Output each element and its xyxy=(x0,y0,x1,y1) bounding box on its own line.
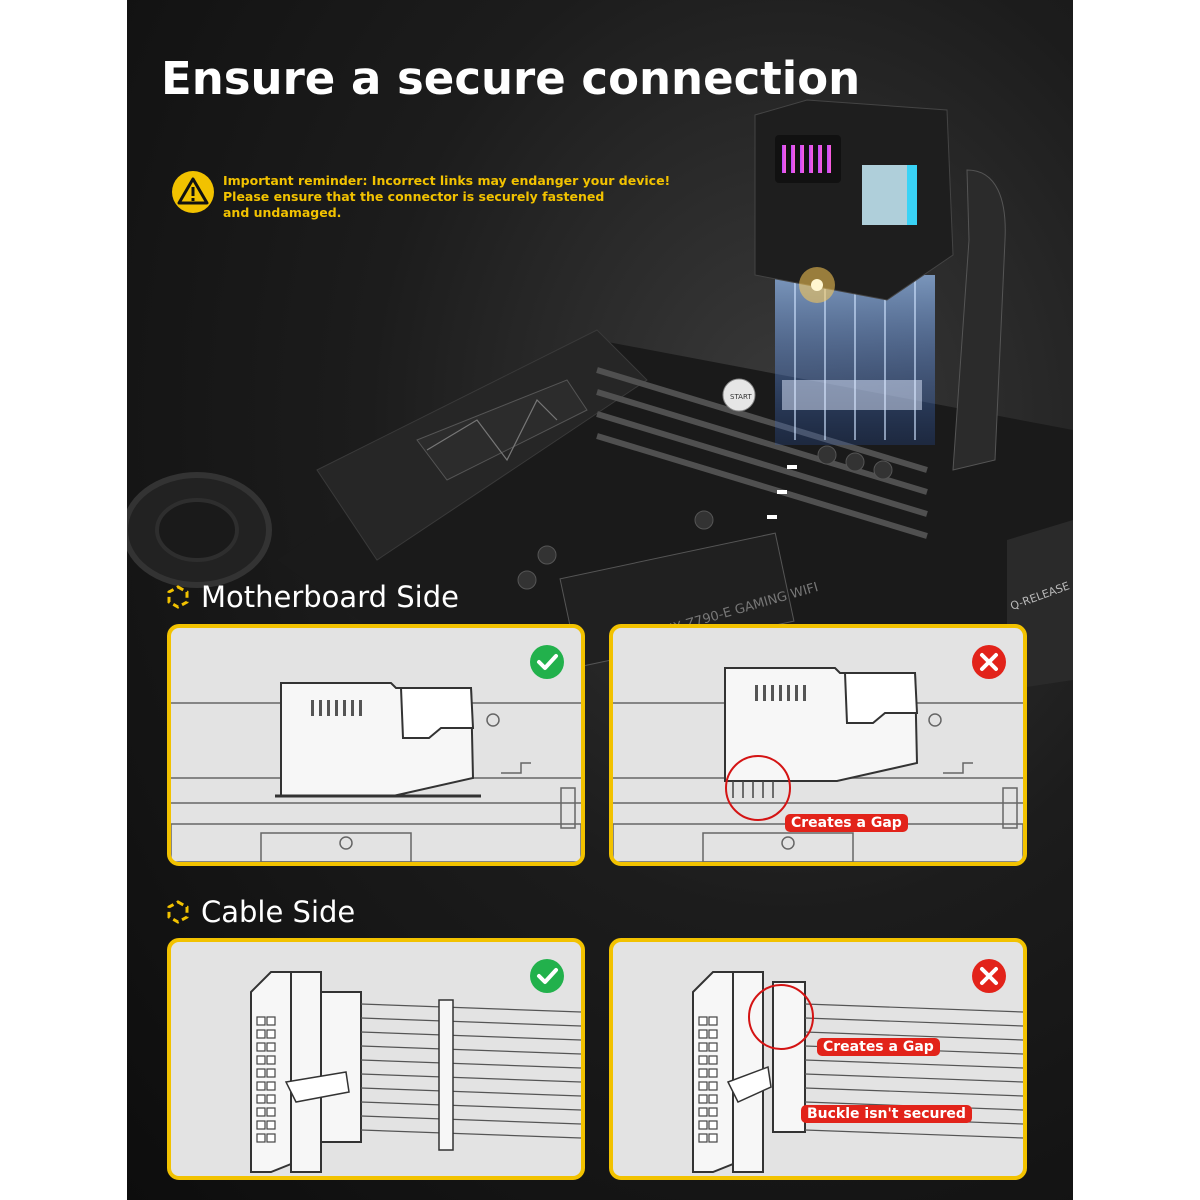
x-circle-icon xyxy=(972,645,1006,679)
connector-gap-illustration xyxy=(613,667,1023,862)
check-circle-icon xyxy=(530,645,564,679)
warning-message: Important reminder: Incorrect links may … xyxy=(223,173,670,221)
warning-line: Please ensure that the connector is secu… xyxy=(223,189,605,204)
warning-line: and undamaged. xyxy=(223,205,342,220)
product-poster: START STRIX Z790-E GAMING WIFI Q-RELEASE xyxy=(127,0,1073,1200)
gap-callout: Creates a Gap xyxy=(785,814,908,832)
hexagon-bullet-icon xyxy=(167,585,189,609)
cable-correct-panel xyxy=(167,938,585,1180)
page-title: Ensure a secure connection xyxy=(161,52,861,105)
motherboard-side-heading: Motherboard Side xyxy=(165,580,459,614)
warning-triangle-icon xyxy=(172,171,214,213)
connector-seated-illustration xyxy=(171,682,581,862)
section-title: Motherboard Side xyxy=(201,580,459,614)
start-label: START xyxy=(730,393,752,401)
x-circle-icon xyxy=(972,959,1006,993)
cable-locked-illustration xyxy=(250,971,581,1173)
motherboard-scene: START STRIX Z790-E GAMING WIFI Q-RELEASE xyxy=(127,99,1073,690)
check-circle-icon xyxy=(530,959,564,993)
hexagon-bullet-icon xyxy=(167,900,189,924)
cable-wrong-panel: Creates a Gap Buckle isn't secured xyxy=(609,938,1027,1180)
cable-unsecured-illustration xyxy=(692,971,1023,1173)
section-title: Cable Side xyxy=(201,895,356,929)
warning-line: Important reminder: Incorrect links may … xyxy=(223,173,671,188)
motherboard-correct-panel xyxy=(167,624,585,866)
buckle-callout: Buckle isn't secured xyxy=(801,1105,972,1123)
gap-callout: Creates a Gap xyxy=(817,1038,940,1056)
cable-side-heading: Cable Side xyxy=(165,895,355,929)
motherboard-wrong-panel: Creates a Gap xyxy=(609,624,1027,866)
